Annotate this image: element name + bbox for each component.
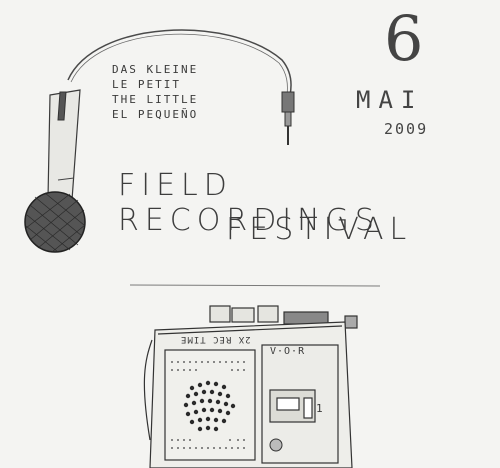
language-german: DAS KLEINE xyxy=(112,63,199,76)
speaker-grill-icon xyxy=(183,380,236,432)
volume-knob-icon xyxy=(269,438,283,452)
recorder-vor-label: V·O·R xyxy=(270,346,306,357)
language-spanish: EL PEQUEÑO xyxy=(112,108,199,121)
recorder-speed-label: 2X REC TIME xyxy=(180,334,251,344)
language-french: LE PETIT xyxy=(112,78,181,91)
festival-title-line1: FIELD RECORDINGS xyxy=(118,168,380,238)
recorder-counter: 1 xyxy=(316,402,323,415)
language-english: THE LITTLE xyxy=(112,93,199,106)
event-year: 2009 xyxy=(384,120,429,138)
event-day: 6 xyxy=(384,2,424,75)
microphone-icon xyxy=(24,89,86,253)
language-list: DAS KLEINE LE PETIT THE LITTLE EL PEQUEÑ… xyxy=(112,62,198,122)
microphone-cable xyxy=(67,29,292,96)
tape-recorder-icon xyxy=(143,305,358,468)
separator-line xyxy=(129,284,381,287)
event-month: MAI xyxy=(356,86,424,114)
festival-title-line2: FESTIVAL xyxy=(226,212,413,247)
jack-plug-icon xyxy=(281,91,295,145)
